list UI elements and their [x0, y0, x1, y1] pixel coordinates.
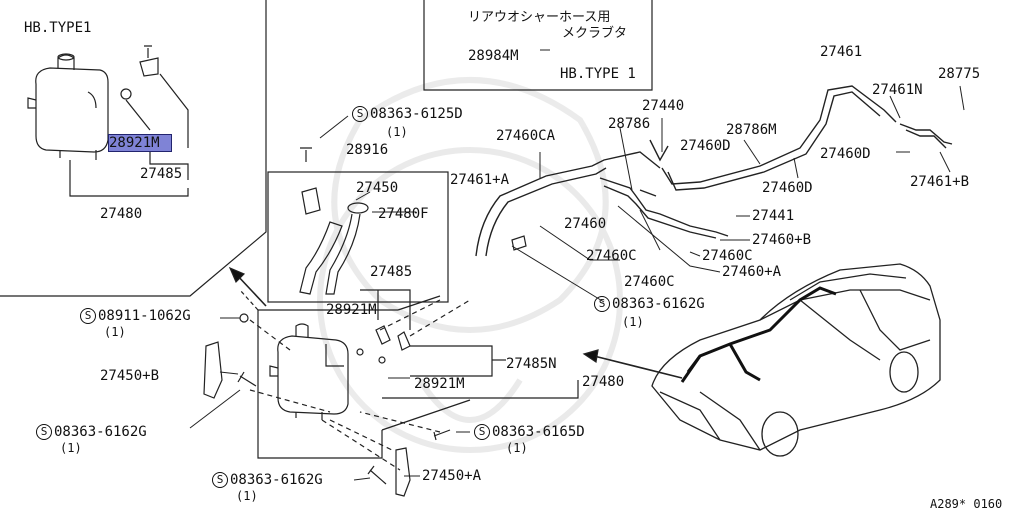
bolt-s-icon: S: [352, 106, 368, 122]
qty-1: (1): [386, 125, 408, 139]
bolt-s-icon: S: [36, 424, 52, 440]
part-27460C-c[interactable]: 27460C: [624, 274, 675, 290]
part-27461N[interactable]: 27461N: [872, 82, 923, 98]
part-28921M-a[interactable]: 28921M: [326, 302, 377, 318]
part-28786M[interactable]: 28786M: [726, 122, 777, 138]
part-27461A[interactable]: 27461+A: [450, 172, 510, 188]
assembly-dashes: [249, 299, 471, 471]
part-28916[interactable]: 28916: [346, 142, 389, 158]
hoses: [475, 85, 953, 257]
inset-title: HB.TYPE1: [24, 20, 92, 36]
car-washer-lines: [680, 286, 837, 383]
qty-1: (1): [506, 441, 528, 455]
filler-tube: [299, 147, 369, 295]
part-27460[interactable]: 27460: [564, 216, 607, 232]
part-27460A[interactable]: 27460+A: [722, 264, 782, 280]
part-27480F[interactable]: 27480F: [378, 206, 429, 222]
arrow-from-car: [593, 355, 683, 379]
note-type: HB.TYPE 1: [560, 66, 636, 82]
bracket-a: [395, 447, 411, 497]
part-27485[interactable]: 27485: [370, 264, 413, 280]
inset-tank: [27, 45, 189, 197]
bolt-s-icon: S: [212, 472, 228, 488]
part-28984M[interactable]: 28984M: [468, 48, 519, 64]
bolt-s-icon: S: [80, 308, 96, 324]
note-line1: リアウオシャーホース用: [468, 10, 611, 25]
part-27485N[interactable]: 27485N: [506, 356, 557, 372]
inset-divider: [0, 0, 267, 297]
bolt-s-icon: S: [474, 424, 490, 440]
callout-box: [267, 171, 449, 303]
footer-code: A289* 0160: [930, 497, 1003, 511]
part-28775[interactable]: 28775: [938, 66, 981, 82]
car-illustration: [651, 263, 941, 457]
note-line2: メクラブタ: [562, 26, 628, 41]
part-27460CA[interactable]: 27460CA: [496, 128, 556, 144]
bracket-b: [203, 341, 223, 399]
part-27460C-b[interactable]: 27460C: [586, 248, 637, 264]
qty-1: (1): [622, 315, 644, 329]
leader-lines: [189, 49, 965, 481]
part-27441[interactable]: 27441: [752, 208, 795, 224]
watermark: [317, 77, 623, 453]
part-27450B[interactable]: 27450+B: [100, 368, 160, 384]
qty-1: (1): [236, 489, 258, 503]
qty-1: (1): [104, 325, 126, 339]
part-28786[interactable]: 28786: [608, 116, 651, 132]
part-27480-inset[interactable]: 27480: [100, 206, 143, 222]
part-27450A[interactable]: 27450+A: [422, 468, 482, 484]
part-27461[interactable]: 27461: [820, 44, 863, 60]
arrow-to-box: [235, 273, 267, 307]
part-27460D-a[interactable]: 27460D: [680, 138, 731, 154]
note-box-outline: [423, 0, 653, 91]
part-28921M-b[interactable]: 28921M: [414, 376, 465, 392]
part-27460D-b[interactable]: 27460D: [820, 146, 871, 162]
part-28921M-highlighted[interactable]: 28921M: [108, 134, 172, 152]
main-tank-box: [257, 309, 398, 459]
bolt-s-icon: S: [594, 296, 610, 312]
part-27460D-c[interactable]: 27460D: [762, 180, 813, 196]
part-27485-inset[interactable]: 27485: [140, 166, 183, 182]
part-27450[interactable]: 27450: [356, 180, 399, 196]
part-27461B[interactable]: 27461+B: [910, 174, 970, 190]
part-27460B[interactable]: 27460+B: [752, 232, 812, 248]
part-27440[interactable]: 27440: [642, 98, 685, 114]
part-27460C-a[interactable]: 27460C: [702, 248, 753, 264]
qty-1: (1): [60, 441, 82, 455]
part-27480[interactable]: 27480: [582, 374, 625, 390]
